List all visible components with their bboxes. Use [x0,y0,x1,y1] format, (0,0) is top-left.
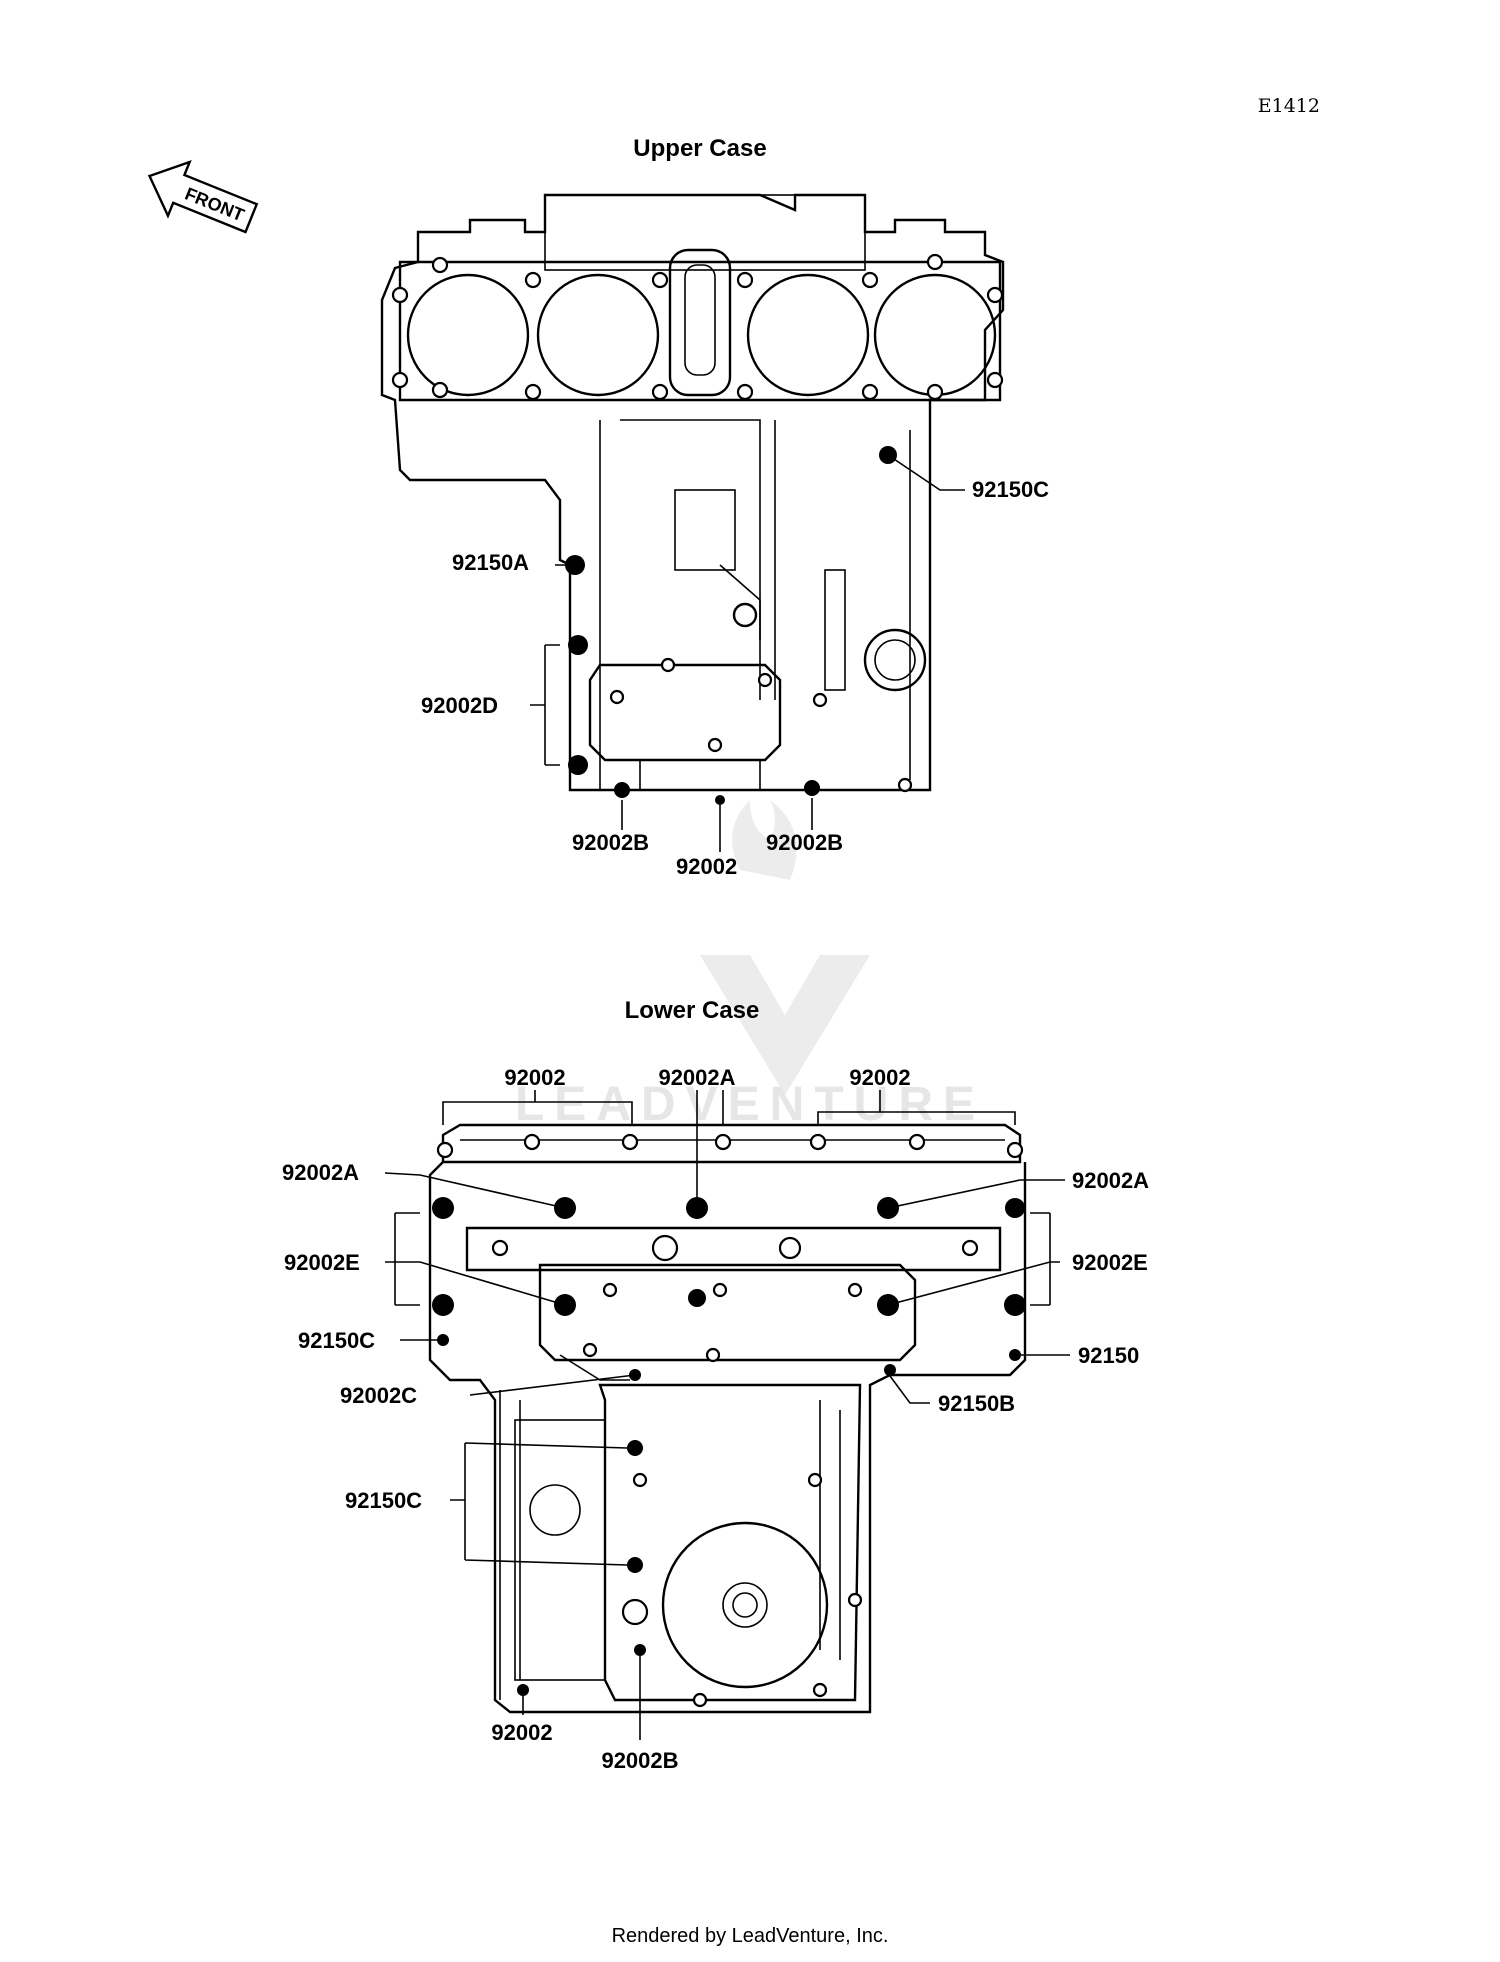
label-92002A-top: 92002A [658,1065,735,1090]
footer-credit: Rendered by LeadVenture, Inc. [612,1925,889,1947]
upper-case-drawing [380,193,1005,852]
label-92150A: 92150A [452,550,529,575]
label-92002-top-right: 92002 [849,1065,910,1090]
lower-top-bolt-holes [436,1133,1024,1159]
diagram-ref: E1412 [1258,95,1320,117]
label-92002-bottom: 92002 [491,1720,552,1745]
upper-case-title: Upper Case [633,135,766,162]
watermark-text: LEADVENTURE [515,1078,985,1131]
label-92150C-left: 92150C [298,1328,375,1353]
label-92150C-mid: 92150C [345,1488,422,1513]
label-92002-top-left: 92002 [504,1065,565,1090]
label-92002B-bottom: 92002B [601,1748,678,1773]
label-92002A-left: 92002A [282,1160,359,1185]
lower-case-title: Lower Case [625,997,760,1024]
label-92002C: 92002C [340,1383,417,1408]
watermark: LEADVENTURE [515,800,985,1131]
label-92002: 92002 [676,854,737,879]
label-92002B-left: 92002B [572,830,649,855]
front-arrow-icon: FRONT [147,159,259,234]
label-92002B-right: 92002B [766,830,843,855]
head-bolt-holes [391,253,1004,401]
label-92002E-right: 92002E [1072,1250,1148,1275]
label-92150: 92150 [1078,1343,1139,1368]
label-92002D: 92002D [421,693,498,718]
label-92150C: 92150C [972,477,1049,502]
lower-case-drawing [384,1090,1070,1740]
label-92002E-left: 92002E [284,1250,360,1275]
label-92002A-right: 92002A [1072,1168,1149,1193]
label-92150B: 92150B [938,1391,1015,1416]
